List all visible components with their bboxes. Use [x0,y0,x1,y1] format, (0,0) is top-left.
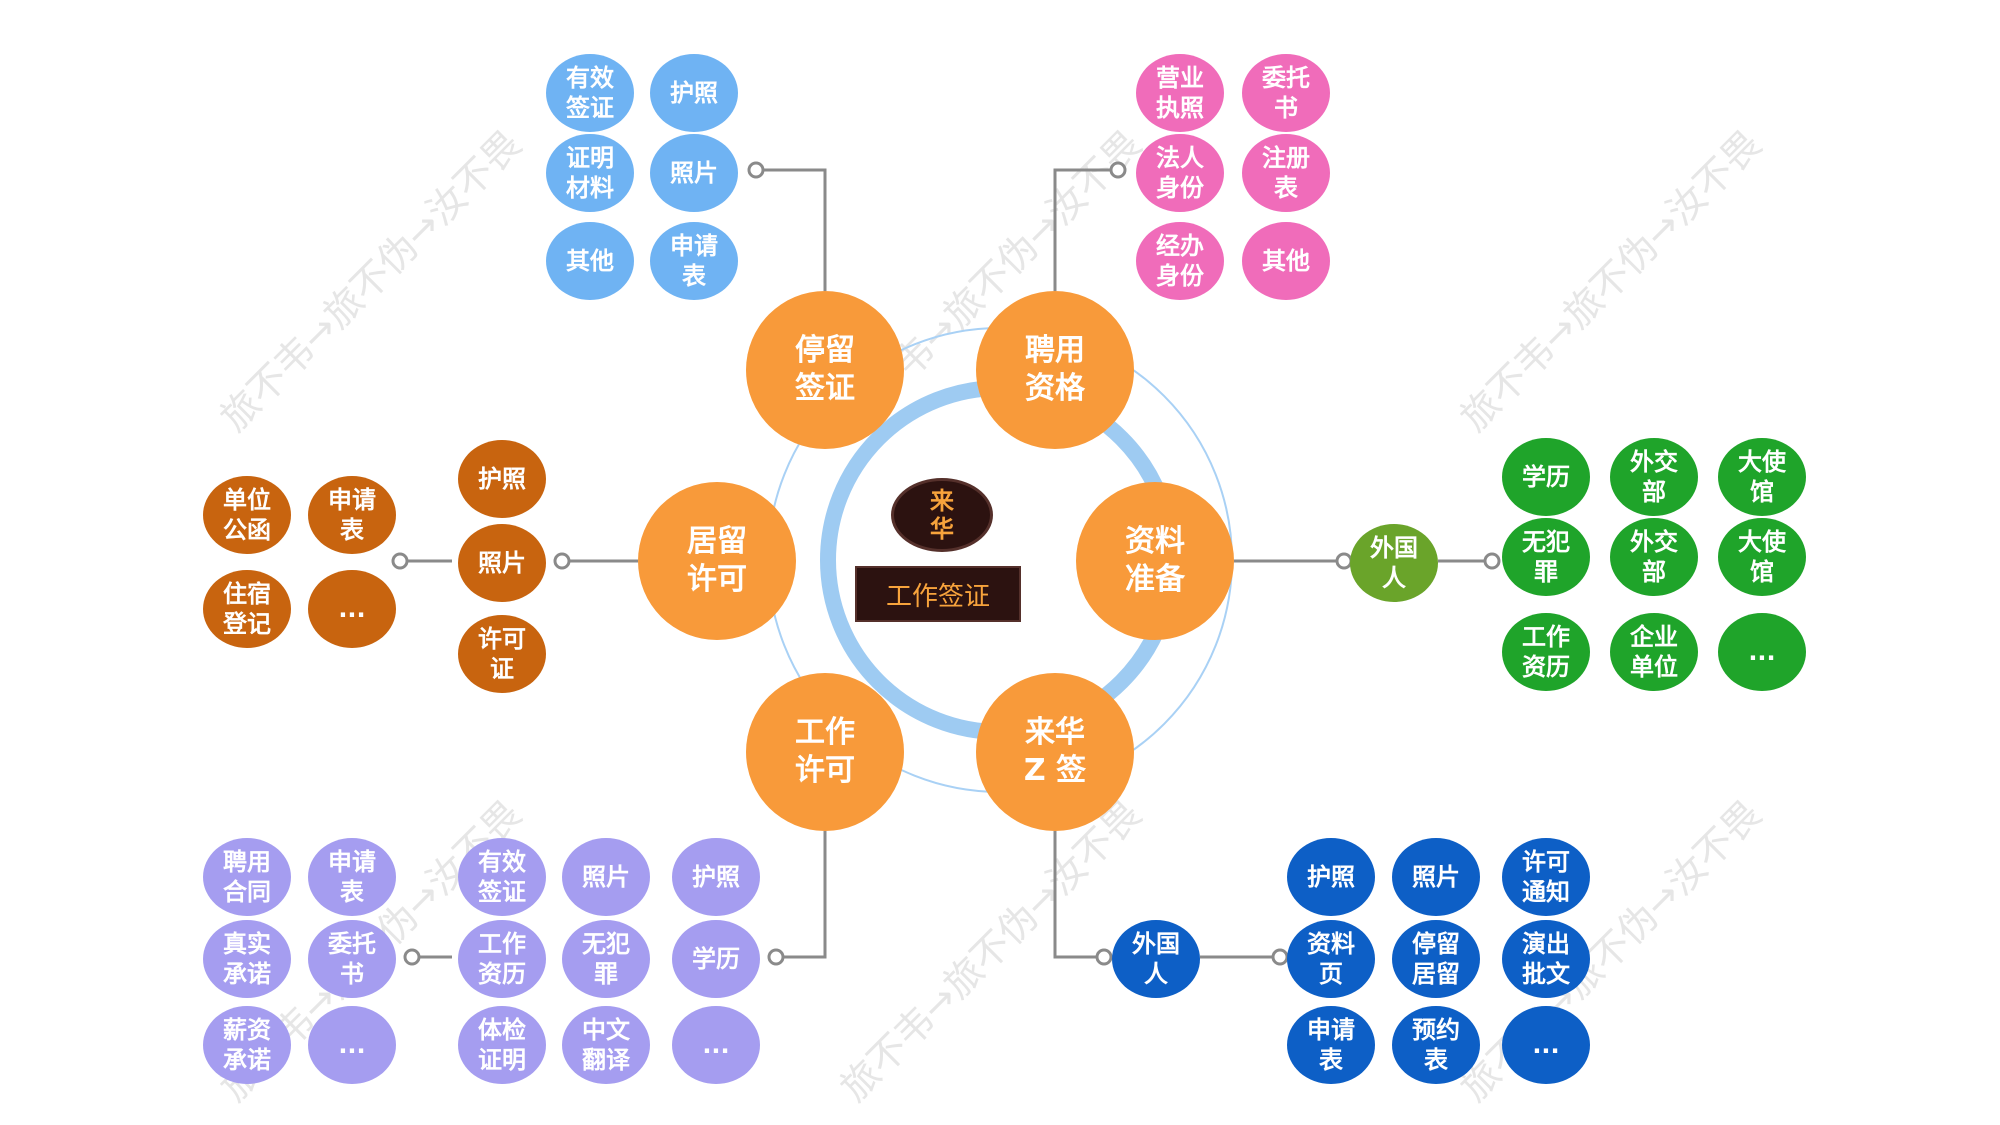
work-doc-power-of-attorney: 委托 书 [308,920,396,998]
stay-doc-proof: 证明 材料 [546,134,634,212]
connector-dot [1483,552,1501,570]
stay-doc-passport: 护照 [650,54,738,132]
hub-z-visa: 来华 Z 签 [976,673,1134,831]
hub-materials-prep: 资料 准备 [1076,482,1234,640]
connector-work-permit [776,831,827,959]
residence-doc-accommodation: 住宿 登记 [203,570,291,648]
work-doc-photo: 照片 [562,838,650,916]
stay-doc-other: 其他 [546,222,634,300]
employer-doc-registration-form: 注册 表 [1242,134,1330,212]
work-doc-application: 申请 表 [308,838,396,916]
work-doc-education: 学历 [672,920,760,998]
materials-doc-mfa-2: 外交 部 [1610,518,1698,596]
connector-dot [747,161,765,179]
materials-doc-education: 学历 [1502,438,1590,516]
connector-dot [553,552,571,570]
hub-stay-visa: 停留 签证 [746,291,904,449]
work-doc-employment-contract: 聘用 合同 [203,838,291,916]
materials-doc-mfa-1: 外交 部 [1610,438,1698,516]
zvisa-doc-more: ... [1502,1006,1590,1084]
work-doc-work-experience: 工作 资历 [458,920,546,998]
work-doc-no-criminal: 无犯 罪 [562,920,650,998]
connector-dot [767,948,785,966]
employer-doc-legal-rep-id: 法人 身份 [1136,134,1224,212]
materials-doc-work-experience: 工作 资历 [1502,613,1590,691]
materials-doc-embassy-1: 大使 馆 [1718,438,1806,516]
work-doc-more-inner: ... [672,1006,760,1084]
zvisa-doc-appointment: 预约 表 [1392,1006,1480,1084]
connector-dot [1335,552,1353,570]
residence-doc-permit: 许可 证 [458,615,546,693]
hub-residence-permit: 居留 许可 [638,482,796,640]
stay-doc-application: 申请 表 [650,222,738,300]
materials-doc-no-criminal: 无犯 罪 [1502,518,1590,596]
zvisa-doc-performance-approval: 演出 批文 [1502,920,1590,998]
zvisa-doc-permit-notice: 许可 通知 [1502,838,1590,916]
materials-doc-enterprise: 企业 单位 [1610,613,1698,691]
zvisa-doc-photo: 照片 [1392,838,1480,916]
zvisa-doc-passport: 护照 [1287,838,1375,916]
connector-dot [391,552,409,570]
employer-doc-handler-id: 经办 身份 [1136,222,1224,300]
work-doc-passport: 护照 [672,838,760,916]
residence-doc-company-letter: 单位 公函 [203,476,291,554]
connector-dot [1271,948,1289,966]
stay-doc-valid-visa: 有效 签证 [546,54,634,132]
connector-dot [1095,948,1113,966]
employer-doc-power-of-attorney: 委托 书 [1242,54,1330,132]
center-title-label: 工作签证 [855,566,1021,622]
residence-doc-application: 申请 表 [308,476,396,554]
zvisa-doc-stay-residence: 停留 居留 [1392,920,1480,998]
materials-foreigner: 外国 人 [1350,524,1438,602]
residence-doc-more: ... [308,570,396,648]
connector-zvisa [1053,831,1104,959]
hub-employer-qualification: 聘用 资格 [976,291,1134,449]
work-doc-more-outer: ... [308,1006,396,1084]
materials-doc-more: ... [1718,613,1806,691]
connector-dot [1109,161,1127,179]
residence-doc-photo: 照片 [458,524,546,602]
connector-employer [1053,168,1118,291]
center-title-badge: 来 华 [891,478,993,552]
work-doc-valid-visa: 有效 签证 [458,838,546,916]
zvisa-foreigner: 外国 人 [1112,920,1200,998]
connector-dot [403,948,421,966]
connector-stay-visa [756,168,827,291]
employer-doc-other: 其他 [1242,222,1330,300]
zvisa-doc-info-page: 资料 页 [1287,920,1375,998]
materials-doc-embassy-2: 大使 馆 [1718,518,1806,596]
stay-doc-photo: 照片 [650,134,738,212]
zvisa-doc-application: 申请 表 [1287,1006,1375,1084]
residence-doc-passport: 护照 [458,440,546,518]
hub-work-permit: 工作 许可 [746,673,904,831]
work-doc-salary-pledge: 薪资 承诺 [203,1006,291,1084]
work-doc-truth-pledge: 真实 承诺 [203,920,291,998]
work-doc-chinese-translation: 中文 翻译 [562,1006,650,1084]
employer-doc-business-license: 营业 执照 [1136,54,1224,132]
work-doc-medical-cert: 体检 证明 [458,1006,546,1084]
